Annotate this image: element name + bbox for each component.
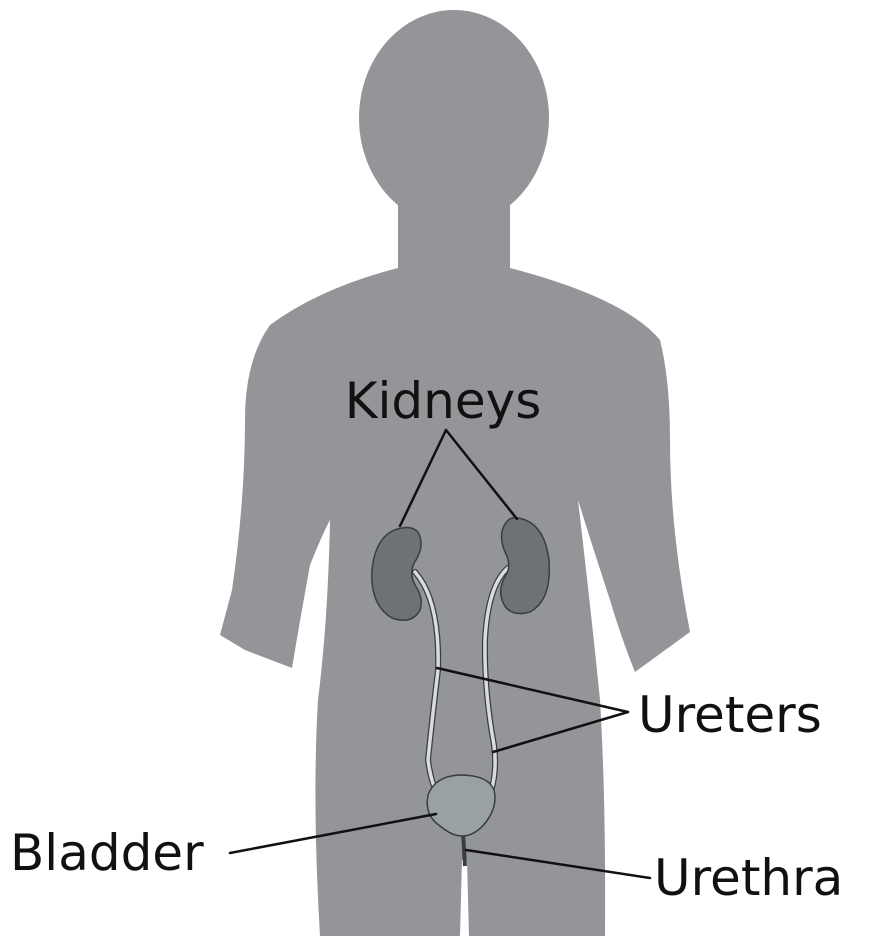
bladder-label: Bladder [10, 824, 204, 882]
ureters-label: Ureters [638, 686, 822, 744]
head [359, 10, 549, 226]
kidneys-label: Kidneys [345, 372, 542, 430]
urethra [463, 832, 465, 866]
urethra-label: Urethra [654, 849, 843, 907]
